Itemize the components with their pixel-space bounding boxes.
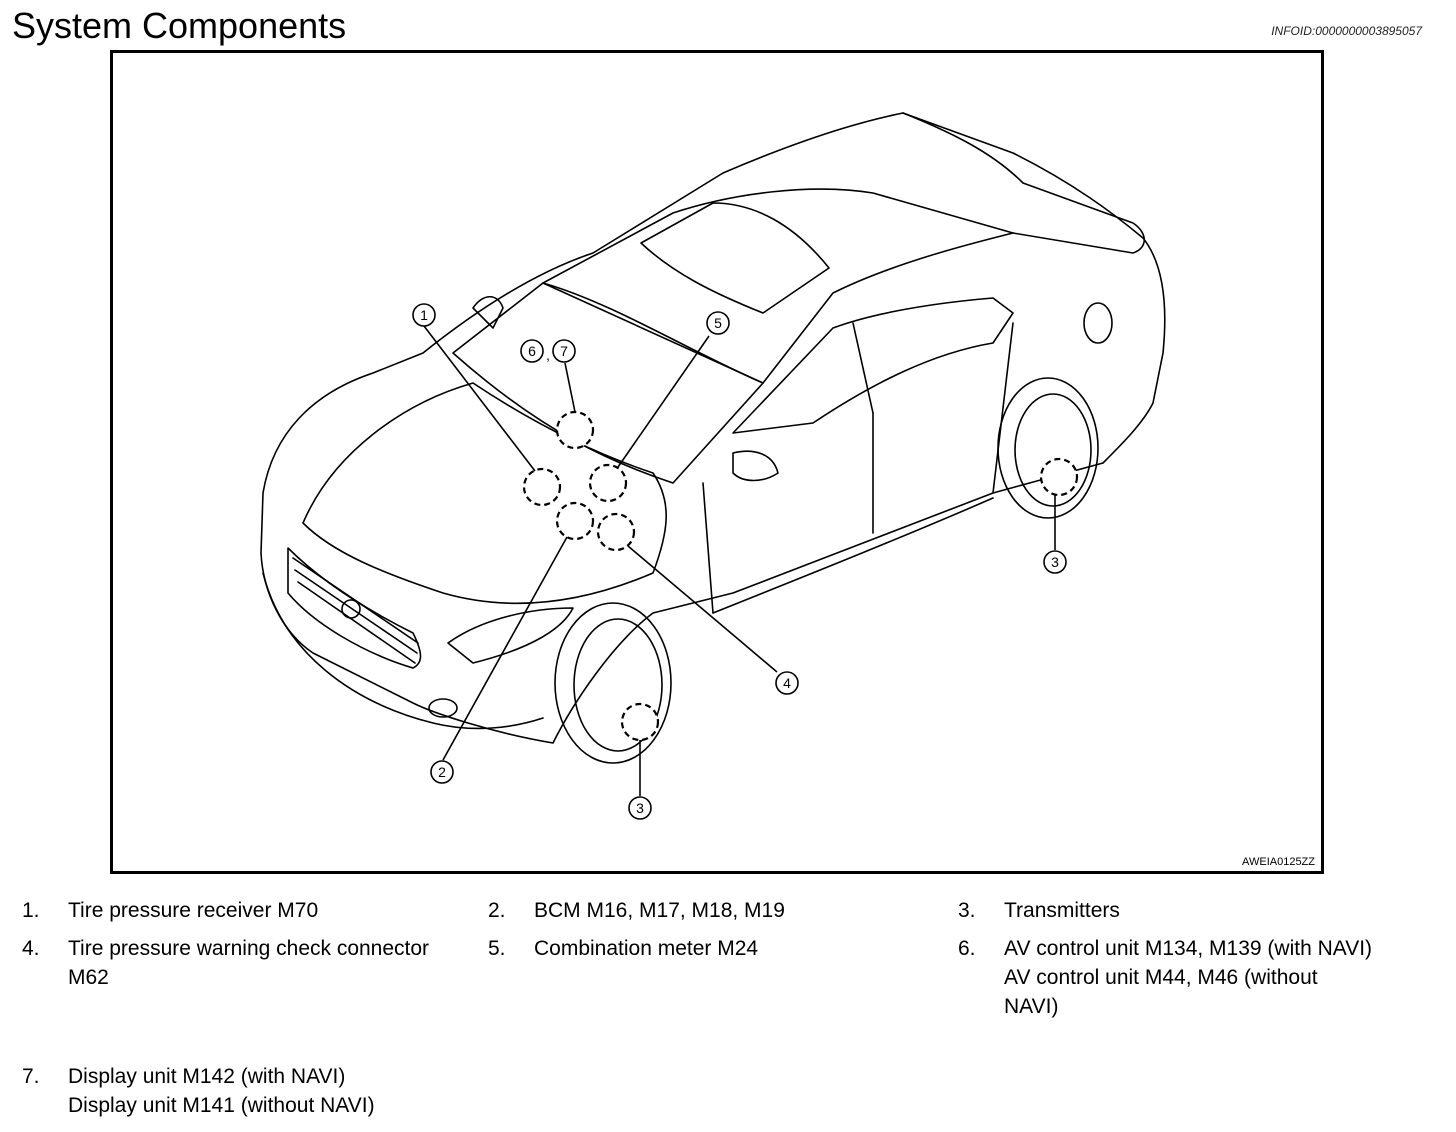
callout-1-circle bbox=[412, 303, 436, 327]
fuel-door bbox=[1083, 302, 1113, 344]
legend-item: 5. Combination meter M24 bbox=[488, 934, 934, 963]
legend-line: AV control unit M134, M139 (with NAVI) bbox=[1004, 937, 1373, 960]
leader-5 bbox=[617, 335, 710, 468]
legend-number: 3. bbox=[958, 899, 976, 922]
legend-item: 4. Tire pressure warning check connector… bbox=[22, 934, 468, 992]
legend-text: Tire pressure receiver M70 bbox=[68, 899, 319, 922]
legend-item: 1. Tire pressure receiver M70 bbox=[22, 896, 468, 925]
callout-3-front-circle bbox=[628, 796, 652, 820]
component-1-location bbox=[522, 467, 562, 507]
windshield bbox=[452, 282, 764, 484]
component-6-7-location bbox=[555, 410, 595, 450]
rear-deck bbox=[902, 112, 1146, 254]
rocker bbox=[712, 497, 994, 614]
legend-text: Tire pressure warning check connector M6… bbox=[68, 937, 430, 989]
legend-item: 2. BCM M16, M17, M18, M19 bbox=[488, 896, 934, 925]
legend-item: 7. Display unit M142 (with NAVI) Display… bbox=[22, 1062, 468, 1120]
component-3-front-location bbox=[620, 702, 660, 742]
callout-6-circle bbox=[520, 339, 544, 363]
legend-number: 2. bbox=[488, 899, 506, 922]
callout-4-label: 4 bbox=[783, 675, 791, 691]
leader-1 bbox=[423, 325, 536, 472]
legend-line: Display unit M142 (with NAVI) bbox=[68, 1065, 346, 1088]
hood-line bbox=[302, 382, 667, 605]
legend-number: 1. bbox=[22, 899, 40, 922]
front-bumper bbox=[262, 572, 544, 730]
callout-3-front-label: 3 bbox=[636, 800, 644, 816]
leader-2 bbox=[442, 536, 568, 761]
callout-3-rear-label: 3 bbox=[1051, 554, 1059, 570]
legend-number: 6. bbox=[958, 937, 976, 960]
headlight bbox=[447, 607, 574, 664]
rear-wheel-inner bbox=[1014, 393, 1092, 507]
legend-text: Display unit M142 (with NAVI) Display un… bbox=[68, 1062, 468, 1120]
callout-7-circle bbox=[552, 339, 576, 363]
car-illustration: 1 5 6 , 7 2 4 3 3 bbox=[260, 112, 1166, 820]
legend-text: Transmitters bbox=[1004, 899, 1120, 922]
door-lines bbox=[702, 322, 1014, 614]
component-3-rear-location bbox=[1039, 457, 1079, 497]
legend-line: Display unit M141 (without NAVI) bbox=[68, 1094, 375, 1117]
page-title: System Components bbox=[12, 5, 347, 46]
roof bbox=[542, 188, 1014, 384]
component-4-location bbox=[596, 512, 636, 552]
leader-4 bbox=[627, 545, 778, 673]
front-wheel-inner bbox=[573, 618, 663, 752]
callout-6-label: 6 bbox=[528, 343, 536, 359]
emblem bbox=[341, 599, 361, 619]
callout-7-label: 7 bbox=[560, 343, 568, 359]
car-body-outline bbox=[260, 112, 1166, 744]
legend-text: Combination meter M24 bbox=[534, 937, 759, 960]
callout-2-label: 2 bbox=[438, 764, 446, 780]
callout-2-circle bbox=[430, 760, 454, 784]
legend-item: 6. AV control unit M134, M139 (with NAVI… bbox=[958, 934, 1374, 1021]
front-wheel bbox=[554, 602, 672, 764]
callout-1-label: 1 bbox=[420, 307, 428, 323]
component-location-figure: 1 5 6 , 7 2 4 3 3 AWEIA0125ZZ bbox=[110, 50, 1324, 874]
legend-item: 3. Transmitters bbox=[958, 896, 1374, 925]
callout-5-circle bbox=[706, 311, 730, 335]
legend-number: 5. bbox=[488, 937, 506, 960]
side-windows bbox=[732, 297, 1014, 434]
info-id: INFOID:0000000003895057 bbox=[1271, 24, 1422, 38]
figure-id: AWEIA0125ZZ bbox=[1242, 856, 1315, 868]
antenna bbox=[472, 295, 504, 329]
callout-5-label: 5 bbox=[714, 315, 722, 331]
component-2-location bbox=[555, 501, 595, 541]
side-mirror bbox=[732, 450, 779, 482]
rear-wheel bbox=[997, 377, 1099, 519]
callout-3-rear-circle bbox=[1043, 550, 1067, 574]
component-5-location bbox=[588, 463, 628, 503]
sunroof bbox=[640, 202, 830, 314]
callout-separator: , bbox=[546, 347, 550, 363]
fog-light bbox=[428, 698, 458, 718]
legend-number: 7. bbox=[22, 1065, 40, 1088]
leader-6-7 bbox=[564, 362, 576, 413]
grille-slats bbox=[292, 557, 419, 664]
legend-number: 4. bbox=[22, 937, 40, 960]
legend-line: AV control unit M44, M46 (without NAVI) bbox=[1004, 966, 1318, 1018]
callout-4-circle bbox=[775, 671, 799, 695]
legend-text: BCM M16, M17, M18, M19 bbox=[534, 899, 785, 922]
b-pillar bbox=[852, 322, 874, 414]
legend-text: AV control unit M134, M139 (with NAVI) A… bbox=[1004, 934, 1374, 1021]
